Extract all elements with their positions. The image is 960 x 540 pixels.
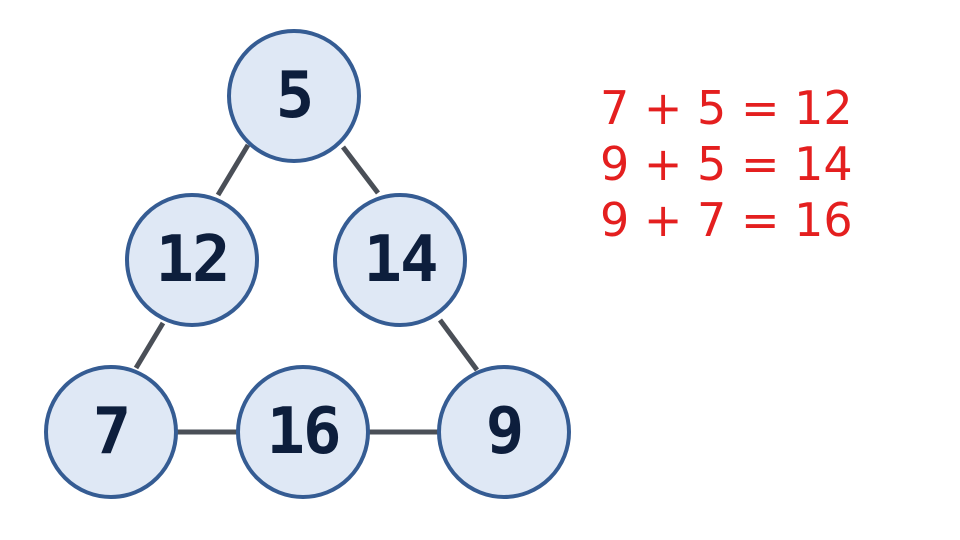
connector-left-to-bottom-left xyxy=(133,321,166,370)
node-mid-left-value: 12 xyxy=(155,223,230,297)
node-mid-right-value: 14 xyxy=(363,223,438,297)
equation-line: 9 + 7 = 16 xyxy=(600,193,853,247)
equation-list: 7 + 5 = 12 9 + 5 = 14 9 + 7 = 16 xyxy=(600,80,853,248)
equation-line: 7 + 5 = 12 xyxy=(600,81,853,135)
node-bottom-middle-value: 16 xyxy=(266,395,341,469)
node-bottom-middle: 16 xyxy=(236,365,370,499)
connector-top-to-right xyxy=(341,145,380,195)
connector-right-to-bottom-right xyxy=(437,318,480,372)
node-bottom-left: 7 xyxy=(44,365,178,499)
node-top-value: 5 xyxy=(275,59,315,133)
node-bottom-right-value: 9 xyxy=(485,395,525,469)
connector-top-to-left xyxy=(215,143,251,197)
node-mid-left: 12 xyxy=(125,193,259,327)
node-top: 5 xyxy=(227,29,361,163)
node-bottom-left-value: 7 xyxy=(92,395,132,469)
node-mid-right: 14 xyxy=(333,193,467,327)
node-bottom-right: 9 xyxy=(437,365,571,499)
equation-line: 9 + 5 = 14 xyxy=(600,137,853,191)
